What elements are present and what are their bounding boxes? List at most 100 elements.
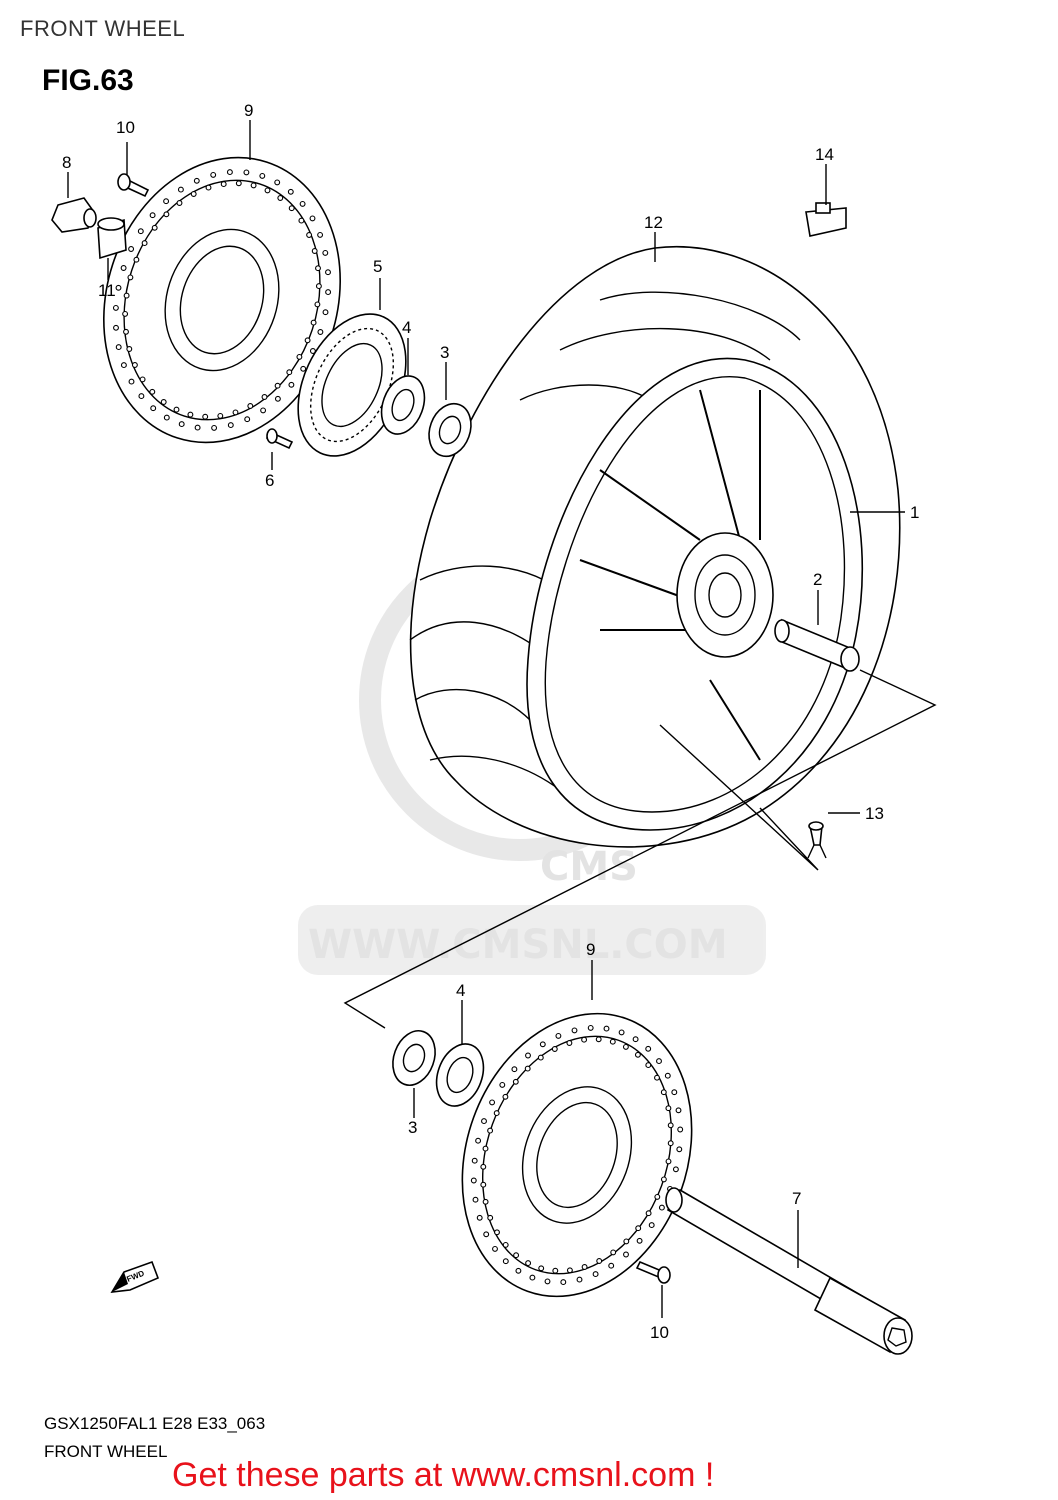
disc-hole bbox=[634, 1051, 641, 1058]
disc-hole bbox=[315, 283, 322, 290]
disc-hole bbox=[566, 1267, 573, 1274]
disc-hole bbox=[596, 1258, 603, 1264]
disc-hole bbox=[299, 200, 306, 207]
disc-hole bbox=[274, 382, 281, 389]
disc-hole bbox=[274, 395, 281, 402]
disc-hole bbox=[566, 1040, 573, 1046]
disc-hole bbox=[610, 1249, 617, 1256]
disc-hole bbox=[676, 1146, 683, 1153]
disc-hole bbox=[660, 1089, 667, 1096]
disc-hole bbox=[137, 228, 144, 235]
disc-hole bbox=[487, 1214, 494, 1221]
disc-hole bbox=[150, 405, 157, 412]
disc-hole bbox=[571, 1027, 578, 1034]
disc-hole bbox=[193, 177, 200, 184]
disc-hole bbox=[648, 1222, 655, 1229]
front-axle bbox=[665, 1187, 913, 1355]
disc-hole bbox=[480, 1181, 487, 1188]
disc-hole bbox=[552, 1267, 559, 1274]
disc-hole bbox=[654, 1193, 661, 1200]
disc-hole bbox=[494, 1229, 500, 1236]
disc-hole bbox=[123, 328, 129, 335]
disc-hole bbox=[656, 1058, 662, 1065]
disc-hole bbox=[128, 246, 135, 252]
lower-oil-seal bbox=[435, 1043, 485, 1107]
callout-13: 13 bbox=[865, 804, 884, 823]
disc-hole bbox=[524, 1065, 531, 1072]
callout-4-lower: 4 bbox=[456, 981, 465, 1000]
footer-name: FRONT WHEEL bbox=[44, 1442, 168, 1461]
disc-hole bbox=[187, 411, 194, 418]
disc-hole bbox=[288, 381, 295, 388]
disc-hole bbox=[487, 1127, 494, 1134]
callout-7: 7 bbox=[792, 1189, 801, 1208]
disc-hole bbox=[483, 1231, 490, 1238]
disc-hole bbox=[317, 231, 324, 238]
disc-hole bbox=[551, 1046, 558, 1052]
disc-hole bbox=[261, 394, 268, 400]
disc-hole bbox=[123, 292, 130, 299]
disc-hole bbox=[247, 403, 254, 409]
disc-hole bbox=[287, 188, 294, 195]
disc-hole bbox=[636, 1237, 643, 1244]
disc-hole bbox=[560, 1279, 567, 1286]
disc-hole bbox=[677, 1126, 684, 1133]
watermark-logo: CMS bbox=[540, 844, 638, 890]
disc-hole bbox=[232, 409, 239, 416]
disc-hole bbox=[622, 1043, 629, 1050]
callout-9-upper: 9 bbox=[244, 101, 253, 120]
disc-hole bbox=[304, 337, 311, 344]
disc-hole bbox=[667, 1122, 674, 1129]
disc-hole bbox=[502, 1093, 509, 1100]
cta-link[interactable]: Get these parts at www.cmsnl.com ! bbox=[172, 1456, 715, 1494]
disc-hole bbox=[475, 1137, 482, 1144]
disc-hole bbox=[126, 346, 133, 352]
disc-hole bbox=[609, 1038, 616, 1045]
disc-hole bbox=[515, 1267, 522, 1274]
disc-hole bbox=[325, 289, 332, 296]
disc-hole bbox=[322, 249, 329, 256]
disc-hole bbox=[149, 388, 156, 395]
disc-hole bbox=[120, 265, 127, 271]
disc-hole bbox=[654, 1074, 660, 1081]
disc-hole bbox=[544, 1278, 551, 1285]
disc-hole bbox=[194, 424, 201, 431]
disc-hole bbox=[322, 309, 329, 316]
disc-hole bbox=[608, 1262, 615, 1269]
disc-hole bbox=[512, 1078, 519, 1085]
disc-hole bbox=[127, 274, 134, 281]
disc-hole bbox=[314, 301, 321, 308]
watermark-url: WWW.CMSNL.COM bbox=[308, 922, 728, 968]
disc-hole bbox=[310, 319, 317, 326]
disc-hole bbox=[482, 1145, 489, 1152]
bolt-upper-disc bbox=[117, 173, 150, 198]
disc-hole bbox=[513, 1252, 520, 1259]
disc-hole bbox=[471, 1157, 478, 1164]
upper-bearing bbox=[428, 402, 472, 458]
disc-hole bbox=[235, 180, 242, 187]
disc-hole bbox=[128, 378, 135, 385]
disc-hole bbox=[502, 1241, 509, 1248]
lower-brake-disc bbox=[461, 1012, 693, 1298]
disc-hole bbox=[581, 1036, 588, 1043]
disc-hole bbox=[138, 393, 145, 400]
disc-hole bbox=[592, 1271, 599, 1278]
disc-hole bbox=[499, 1081, 506, 1088]
disc-hole bbox=[112, 304, 119, 311]
disc-hole bbox=[470, 1177, 477, 1184]
disc-hole bbox=[603, 1025, 610, 1032]
disc-hole bbox=[264, 187, 271, 194]
balancer-14 bbox=[805, 202, 847, 237]
disc-hole bbox=[525, 1260, 532, 1267]
disc-hole bbox=[227, 422, 234, 429]
disc-hole bbox=[113, 324, 119, 331]
disc-hole bbox=[122, 310, 129, 317]
callout-12: 12 bbox=[644, 213, 663, 232]
disc-hole bbox=[623, 1238, 630, 1245]
disc-hole bbox=[538, 1265, 545, 1272]
disc-hole bbox=[202, 413, 209, 420]
disc-hole bbox=[581, 1264, 588, 1270]
disc-hole bbox=[226, 169, 233, 176]
disc-hole bbox=[163, 414, 170, 421]
axle-spacer bbox=[774, 618, 860, 672]
